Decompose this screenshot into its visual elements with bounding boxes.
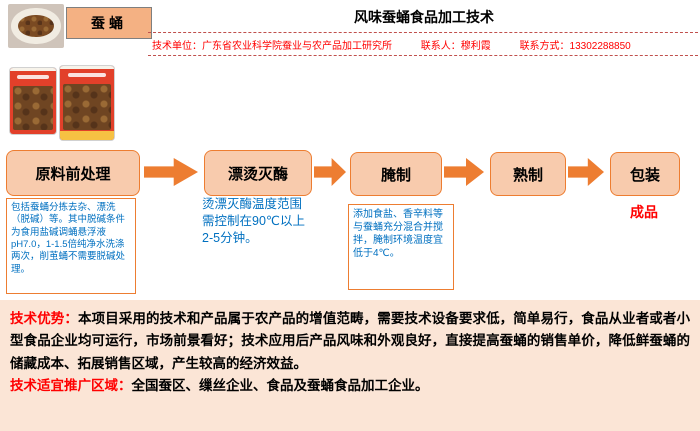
package-seal — [60, 66, 114, 69]
silkworm-pupae-photo — [8, 4, 64, 48]
flow-step-pretreatment: 原料前处理 — [6, 150, 140, 196]
region-paragraph: 技术适宜推广区域：全国蚕区、缫丝企业、食品及蚕蛹食品加工企业。 — [10, 375, 690, 397]
product-label: 蚕蛹 — [66, 7, 152, 39]
divider-top — [148, 32, 698, 33]
page-title: 风味蚕蛹食品加工技术 — [354, 9, 494, 25]
flow-arrow-icon — [568, 158, 604, 186]
contact-phone-text: 联系方式：13302288850 — [519, 41, 631, 52]
flow-step-packaging: 包装 — [610, 152, 680, 196]
pupae-shape — [18, 14, 54, 38]
flow-arrow-icon — [144, 158, 198, 186]
flow-step-label: 包装 — [629, 166, 660, 184]
region-label: 技术适宜推广区域： — [10, 377, 132, 393]
advantage-text: 本项目采用的技术和产品属于农产品的增值范畴，需要技术设备要求低，简单易行，食品从… — [10, 311, 691, 371]
footer-section: 技术优势：本项目采用的技术和产品属于农产品的增值范畴，需要技术设备要求低，简单易… — [0, 300, 700, 431]
flow-step-label: 原料前处理 — [35, 165, 111, 183]
package-band — [60, 69, 114, 82]
package-image-1 — [10, 68, 56, 134]
advantage-paragraph: 技术优势：本项目采用的技术和产品属于农产品的增值范畴，需要技术设备要求低，简单易… — [10, 308, 690, 375]
flow-arrow-icon — [314, 158, 346, 186]
contact-info-line: 技术单位：广东省农业科学院蚕业与农产品加工研究所 联系人：穆利霞 联系方式：13… — [152, 37, 698, 52]
advantage-label: 技术优势： — [10, 311, 79, 326]
package-image-2 — [60, 66, 114, 140]
divider-bottom — [148, 55, 698, 56]
package-window — [63, 84, 111, 130]
product-label-text: 蚕蛹 — [91, 15, 127, 31]
package-seal — [10, 68, 56, 71]
flow-arrow-icon — [444, 158, 484, 186]
package-window — [13, 86, 53, 130]
region-text: 全国蚕区、缫丝企业、食品及蚕蛹食品加工企业。 — [131, 377, 429, 393]
flow-step-label: 腌制 — [380, 166, 411, 184]
package-band — [10, 71, 56, 84]
flow-step-label: 熟制 — [512, 166, 543, 184]
note-pretreatment: 包括蚕蛹分拣去杂、漂洗（脱碱）等。其中脱碱条件为食用盐碱调蛹悬浮液pH7.0，1… — [6, 198, 136, 294]
result-label: 成品 — [630, 204, 658, 220]
flow-step-label: 漂烫灭酶 — [227, 165, 288, 183]
flow-step-blanching: 漂烫灭酶 — [204, 150, 312, 196]
tech-unit-text: 技术单位：广东省农业科学院蚕业与农产品加工研究所 — [152, 41, 392, 52]
flow-step-cooking: 熟制 — [490, 152, 566, 196]
flow-step-marinating: 腌制 — [350, 152, 442, 196]
note-blanching: 烫漂灭酶温度范围需控制在90℃以上2-5分钟。 — [202, 197, 305, 245]
contact-person-text: 联系人：穆利霞 — [420, 41, 491, 52]
package-yellow-strip — [60, 131, 114, 140]
note-marinating: 添加食盐、香辛料等与蚕蛹充分混合并搅拌，腌制环境温度宜低于4℃。 — [348, 204, 454, 290]
